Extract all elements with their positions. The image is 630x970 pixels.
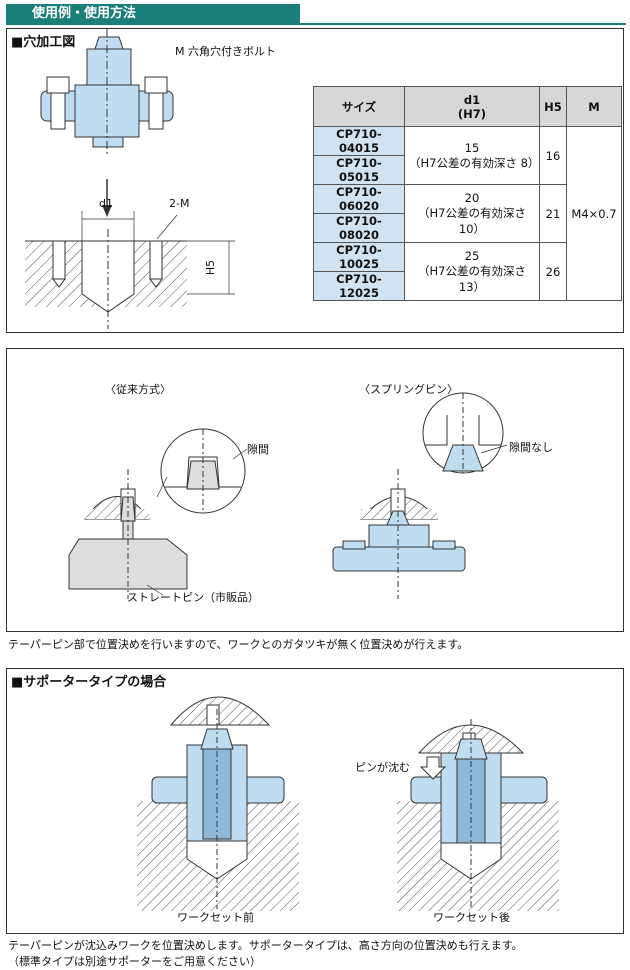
spring-pin-title: 〈スプリングピン〉 (359, 383, 458, 396)
m-thread-label: 2-M (169, 197, 190, 210)
after-work-set-drawing (397, 719, 559, 911)
before-work-set-label: ワークセット前 (177, 911, 254, 924)
d1-dimension-label: d1 (99, 197, 113, 210)
header-title: 使用例・使用方法 (32, 6, 137, 21)
table-cell-code: CP710-08020 (313, 213, 405, 243)
table-header-h5: H5 (539, 86, 567, 127)
comparison-panel: 〈従来方式〉 〈スプリングピン〉 隙間 隙間なし ストレートピン（市販品） (6, 348, 624, 632)
table-cell-code: CP710-12025 (313, 271, 405, 301)
conventional-method-drawing (68, 428, 248, 599)
table-cell-m: M4×0.7 (566, 126, 622, 301)
table-cell-h5: 26 (539, 242, 567, 301)
supporter-type-drawing (137, 696, 559, 911)
h5-dimension-label: H5 (204, 259, 218, 276)
gap-label: 隙間 (247, 443, 269, 456)
hole-section-view (25, 211, 235, 329)
supporter-caption-2: （標準タイプは別途サポーターをご用意ください） (8, 955, 261, 968)
size-spec-table: サイズ d1(H7) H5 M CP710-04015 15（H7公差の有効深さ… (313, 86, 622, 301)
down-arrow-icon (102, 205, 112, 217)
comparison-caption: テーパーピン部で位置決めを行いますので、ワークとのガタツキが無く位置決めが行えま… (8, 638, 469, 651)
comparison-drawing (68, 392, 508, 599)
table-header-size: サイズ (313, 86, 405, 127)
table-cell-h5: 16 (539, 126, 567, 185)
supporter-type-title: ■サポータータイプの場合 (11, 675, 167, 690)
table-cell-d1: 20（H7公差の有効深さ10） (404, 184, 540, 243)
hole-machining-drawing (25, 29, 235, 329)
hole-machining-title: ■穴加工図 (11, 35, 76, 50)
supporter-caption-1: テーパーピンが沈込みワークを位置決めします。サポータータイプは、高さ方向の位置決… (8, 939, 523, 952)
locating-pin-top-view (40, 29, 174, 154)
table-cell-code: CP710-05015 (313, 155, 405, 185)
table-cell-d1: 25（H7公差の有効深さ13） (404, 242, 540, 301)
spring-pin-method-drawing (332, 392, 508, 599)
pin-sink-label: ピンが沈む (355, 761, 410, 774)
table-cell-code: CP710-06020 (313, 184, 405, 214)
table-cell-code: CP710-04015 (313, 126, 405, 156)
sink-arrow-icon (419, 756, 447, 780)
section-header: 使用例・使用方法 (6, 4, 300, 24)
no-gap-label: 隙間なし (509, 441, 553, 454)
straight-pin-label: ストレートピン（市販品） (127, 591, 259, 604)
conventional-method-title: 〈従来方式〉 (105, 383, 171, 396)
header-underline (6, 23, 626, 25)
after-work-set-label: ワークセット後 (433, 911, 510, 924)
table-cell-code: CP710-10025 (313, 242, 405, 272)
table-header-d1: d1(H7) (404, 86, 540, 127)
before-work-set-drawing (137, 696, 299, 911)
bolt-label: M 六角穴付きボルト (175, 45, 276, 58)
supporter-type-panel: ■サポータータイプの場合 (6, 668, 624, 934)
table-header-m: M (566, 86, 622, 127)
table-cell-d1: 15（H7公差の有効深さ 8） (404, 126, 540, 185)
table-cell-h5: 21 (539, 184, 567, 243)
